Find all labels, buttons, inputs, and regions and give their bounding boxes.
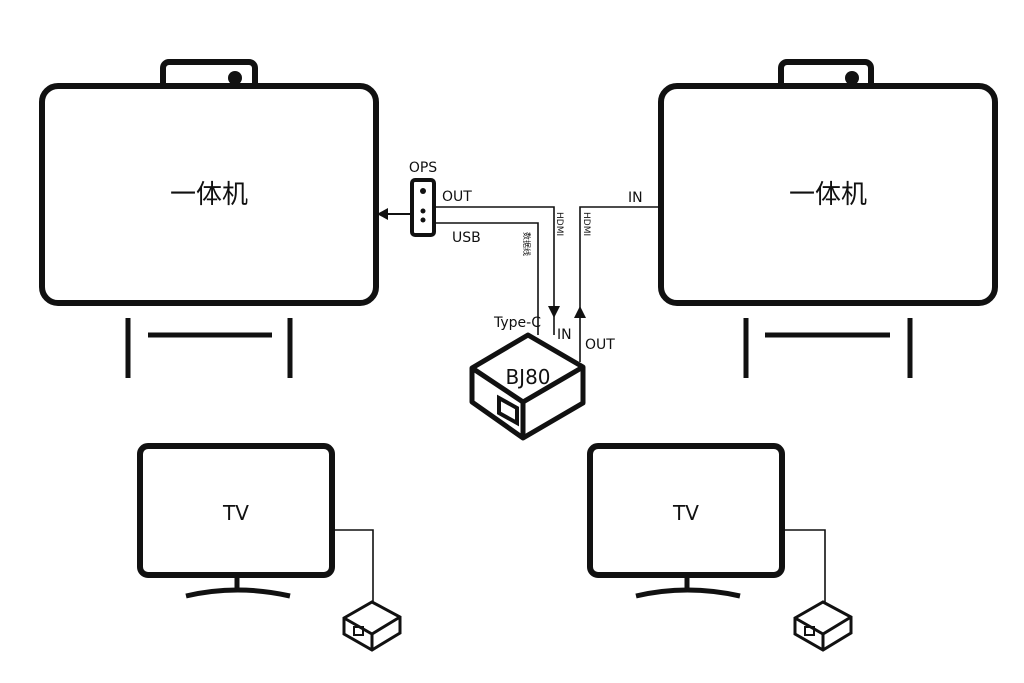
hub-out-label: OUT xyxy=(585,337,615,353)
hdmi-out-cable-label: HDMI xyxy=(581,212,591,236)
right-board-label: 一体机 xyxy=(789,180,867,210)
ops-out-label: OUT xyxy=(442,189,472,205)
left-board-label: 一体机 xyxy=(170,180,248,210)
bj80-device: BJ80 Type-C IN OUT xyxy=(469,315,615,441)
left-interactive-board: 一体机 xyxy=(39,59,379,378)
hub-in-label: IN xyxy=(557,327,572,343)
right-tv: TV xyxy=(587,443,853,652)
typec-label: Type-C xyxy=(493,315,541,331)
right-tv-label: TV xyxy=(672,501,699,525)
arrow-down-icon xyxy=(548,306,560,318)
ops-label: OPS xyxy=(409,160,437,176)
bj80-label: BJ80 xyxy=(505,365,550,389)
left-tv-label: TV xyxy=(222,501,249,525)
arrow-left-icon xyxy=(377,208,388,220)
arrow-up-icon xyxy=(574,306,586,318)
right-interactive-board: 一体机 xyxy=(658,59,998,378)
projector-icon xyxy=(342,600,402,652)
left-tv: TV xyxy=(137,443,402,652)
projector-icon xyxy=(793,600,853,652)
right-board-in-label: IN xyxy=(628,190,643,206)
ops-module: OPS OUT USB xyxy=(377,160,481,246)
data-cable-label: 数据线 xyxy=(522,232,532,256)
hdmi-in-cable-label: HDMI xyxy=(554,212,564,236)
ops-usb-label: USB xyxy=(452,230,481,246)
